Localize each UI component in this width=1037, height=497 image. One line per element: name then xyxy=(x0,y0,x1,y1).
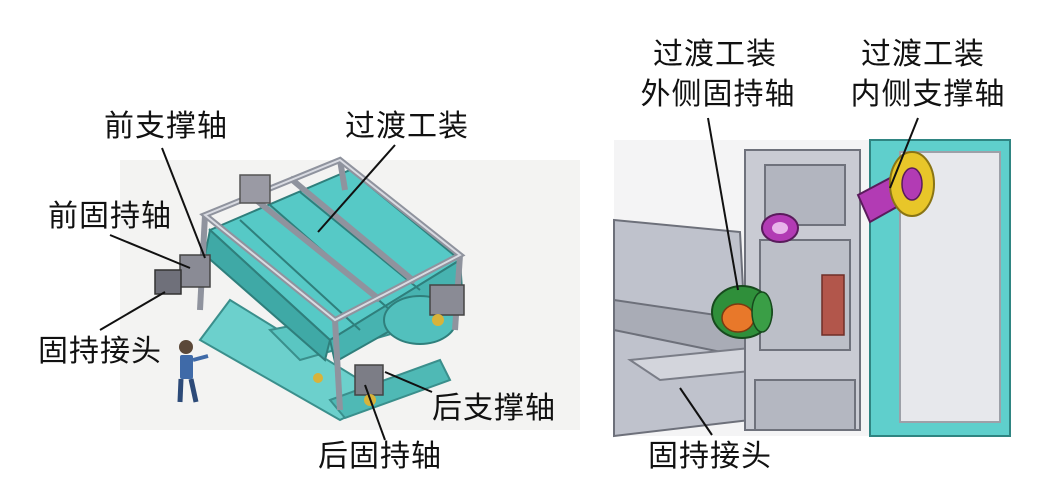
label-outer-holding-line2: 外侧固持轴 xyxy=(640,77,796,112)
label-transition-fixture: 过渡工装 xyxy=(345,109,469,144)
leader-transition-fixture xyxy=(317,144,396,233)
cyan-wall xyxy=(869,139,1011,437)
label-front-support-shaft: 前支撑轴 xyxy=(104,109,228,144)
leader-rear-holding xyxy=(364,384,386,441)
person-figure xyxy=(177,340,209,403)
left-illustration xyxy=(99,144,580,441)
left-leader-lines xyxy=(99,144,433,441)
leader-front-support xyxy=(161,147,206,259)
right-leader-lines xyxy=(679,117,919,436)
leader-rear-support xyxy=(384,371,433,393)
transition-fixture-highlight xyxy=(203,158,462,322)
leader-front-holding xyxy=(109,234,191,269)
front-bracket xyxy=(154,174,271,295)
label-holding-joint-right: 固持接头 xyxy=(648,439,772,474)
label-inner-support-line2: 内侧支撑轴 xyxy=(850,77,1006,112)
rear-bracket xyxy=(313,284,465,406)
leader-holding-joint-right xyxy=(679,387,713,436)
label-rear-holding-shaft: 后固持轴 xyxy=(318,439,442,474)
leader-holding-joint xyxy=(99,291,166,331)
label-outer-holding-line1: 过渡工装 xyxy=(653,37,777,72)
outer-holding-shaft xyxy=(711,285,773,339)
left-panel: 前支撑轴 过渡工装 前固持轴 固持接头 后支撑轴 后固持轴 xyxy=(38,109,580,474)
center-column xyxy=(744,149,861,431)
inner-support-shaft xyxy=(856,151,935,224)
label-holding-joint-left: 固持接头 xyxy=(38,334,162,369)
label-inner-support-line1: 过渡工装 xyxy=(861,37,985,72)
label-rear-support-shaft: 后支撑轴 xyxy=(432,391,556,426)
right-illustration xyxy=(613,117,1011,438)
magenta-fitting-small xyxy=(761,213,799,243)
label-front-holding-shaft: 前固持轴 xyxy=(48,199,172,234)
right-panel: 过渡工装 外侧固持轴 过渡工装 内侧支撑轴 固持接头 xyxy=(600,0,1037,497)
leader-outer-holding xyxy=(707,117,739,291)
leader-inner-support xyxy=(889,117,919,189)
